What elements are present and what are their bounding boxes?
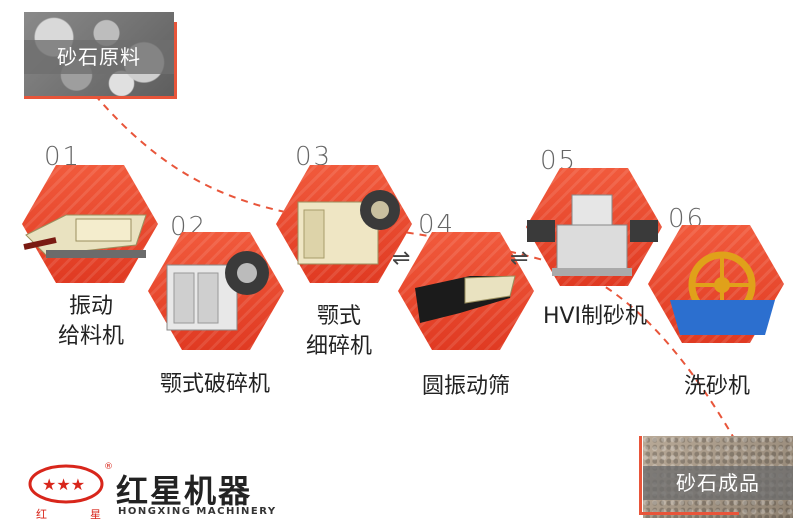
raw-material-accent-bottom (24, 96, 177, 99)
step-04-label: 圆振动筛 (396, 372, 536, 402)
jaw-crusher-icon (166, 251, 269, 331)
connector-03-04: ⇌ (392, 246, 411, 271)
brand-emblem-right: 星 (90, 508, 101, 521)
step-06-label: 洗砂机 (662, 372, 772, 402)
brand-emblem-left: 红 (36, 508, 47, 521)
step-05-label-line-1: HVI制砂机 (542, 304, 648, 329)
step-04-label-line-1: 圆振动筛 (421, 374, 510, 399)
step-02-label: 颚式破碎机 (140, 370, 290, 400)
brand-registered-mark: ® (104, 462, 113, 472)
vibrating-feeder-icon (23, 214, 147, 258)
sand-washer-icon (670, 251, 775, 335)
connector-04-05: ⇌ (510, 246, 529, 271)
raw-material-label: 砂石原料 (24, 40, 174, 74)
step-01-label-line-2: 给料机 (57, 324, 124, 349)
step-03-label: 颚式 细碎机 (284, 302, 394, 362)
brand-english-name: HONGXING MACHINERY (118, 506, 277, 517)
brand-logo: ★★★ ® 红 星 红星机器 HONGXING MACHINERY (28, 462, 288, 522)
finished-product-accent-bottom (639, 512, 739, 515)
step-02-label-line-1: 颚式破碎机 (159, 372, 270, 397)
step-05-label: HVI制砂机 (528, 302, 662, 332)
brand-name: 红星机器 (116, 472, 253, 510)
step-03-label-line-1: 颚式 (316, 304, 361, 329)
finished-product-accent (639, 436, 642, 512)
brand-emblem-icon: ★★★ (28, 464, 104, 504)
raw-material-accent (174, 22, 177, 98)
vibrating-screen-icon (415, 275, 516, 323)
raw-material-photo: 砂石原料 (24, 12, 174, 96)
finished-product-photo: 砂石成品 (643, 436, 793, 518)
fine-jaw-crusher-icon (297, 190, 400, 265)
finished-product-label: 砂石成品 (643, 466, 793, 500)
svg-text:★★★: ★★★ (42, 475, 85, 494)
step-01-label-line-1: 振动 (68, 294, 113, 319)
step-03-label-line-2: 细碎机 (305, 334, 372, 359)
step-01-label: 振动 给料机 (36, 292, 146, 352)
step-06-label-line-1: 洗砂机 (683, 374, 750, 399)
sand-making-machine-icon (527, 194, 658, 276)
